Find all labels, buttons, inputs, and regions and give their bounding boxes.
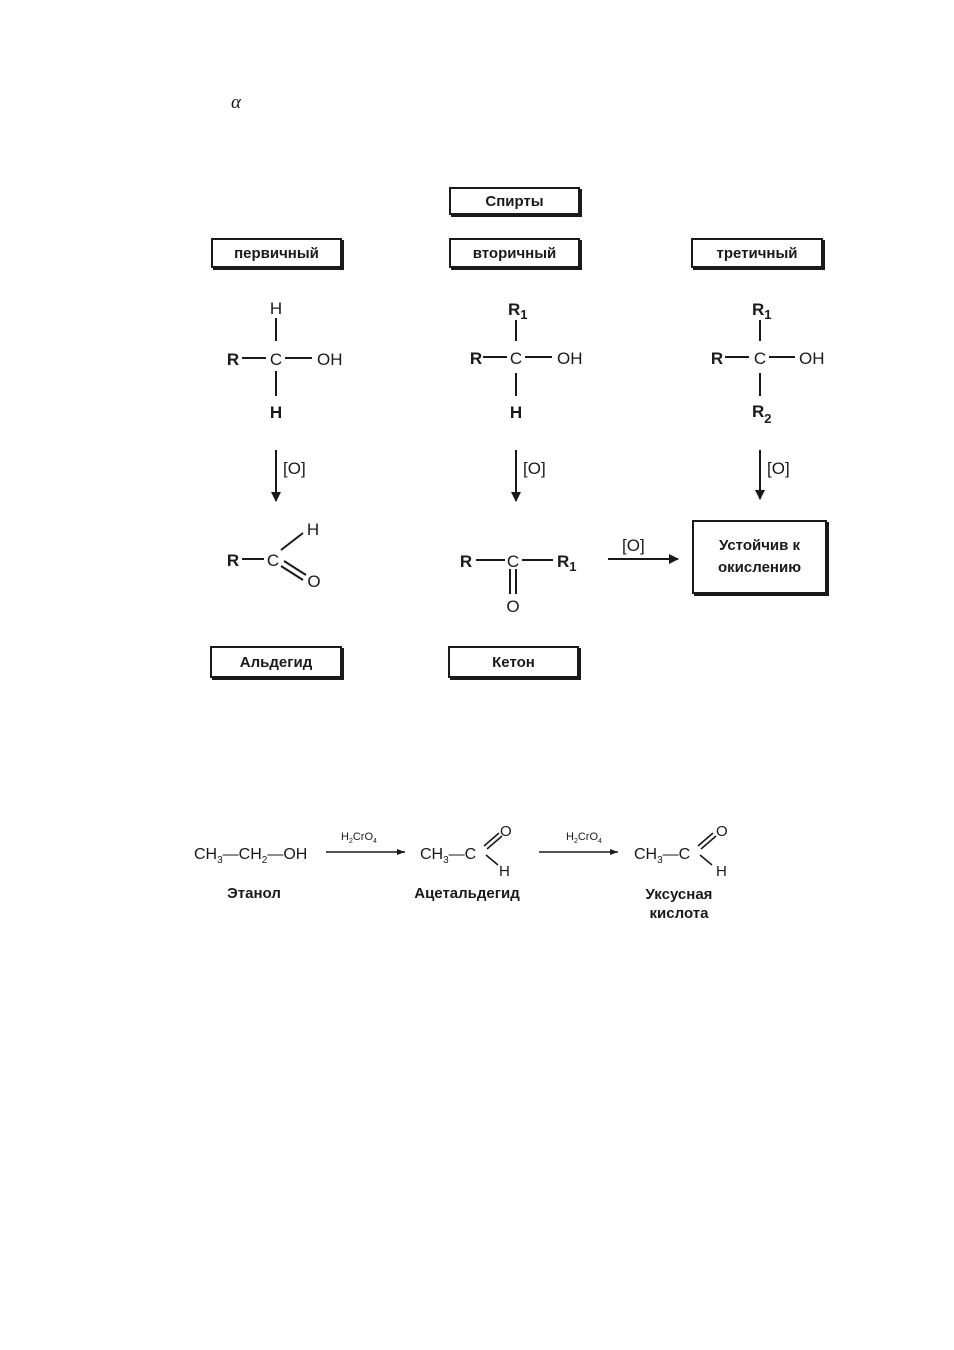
- atom-c: C: [510, 349, 522, 368]
- atom-c: C: [267, 551, 279, 570]
- atom-r: R: [711, 349, 723, 368]
- atom-c: C: [507, 552, 519, 571]
- acetic-acid-line1: Уксусная: [645, 886, 713, 903]
- ethanol-formula: CH3—CH2—OH: [194, 846, 307, 866]
- tertiary-box: третичный: [691, 238, 823, 268]
- acetic-acid-line2: кислота: [649, 905, 709, 922]
- atom-r: R: [227, 551, 239, 570]
- stable-line1: Устойчив к: [718, 537, 801, 554]
- atom-r2: R2: [752, 402, 772, 426]
- atom-r1: R1: [508, 300, 528, 322]
- oxidant-label: [O]: [767, 459, 790, 478]
- atom-o: O: [500, 823, 512, 840]
- atom-r: R: [470, 349, 482, 368]
- atom-h: H: [716, 863, 727, 880]
- stable-line2: окислению: [718, 559, 801, 576]
- atom-o: O: [716, 823, 728, 840]
- ketone-box: Кетон: [448, 646, 579, 678]
- reagent-h2cro4: H2CrO4: [341, 831, 377, 845]
- oxidant-label: [O]: [622, 536, 645, 555]
- atom-r1: R1: [557, 552, 577, 574]
- ethanol-label: Этанол: [227, 885, 281, 902]
- atom-h: H: [499, 863, 510, 880]
- acetaldehyde-label: Ацетальдегид: [414, 885, 520, 902]
- alpha-symbol: α: [231, 92, 241, 113]
- atom-r: R: [460, 552, 472, 571]
- oxidant-label: [O]: [523, 459, 546, 478]
- atom-oh: OH: [557, 349, 583, 368]
- acetic-acid-label: Уксусная кислота: [624, 885, 734, 923]
- stable-box: Устойчив к окислению: [692, 520, 827, 594]
- atom-c: C: [754, 349, 766, 368]
- atom-oh: OH: [317, 350, 343, 369]
- reagent-h2cro4: H2CrO4: [566, 831, 602, 845]
- atom-h: H: [307, 520, 319, 539]
- acetaldehyde-formula: CH3—C: [420, 846, 476, 866]
- atom-r: R: [227, 350, 239, 369]
- acetic-acid-formula: CH3—C: [634, 846, 690, 866]
- oxidant-label: [O]: [283, 459, 306, 478]
- atom-h: H: [510, 403, 522, 422]
- secondary-box: вторичный: [449, 238, 580, 268]
- aldehyde-box: Альдегид: [210, 646, 342, 678]
- atom-h: H: [270, 403, 282, 422]
- atom-o: O: [506, 597, 519, 616]
- alcohols-box: Спирты: [449, 187, 580, 215]
- atom-r1: R1: [752, 300, 772, 322]
- atom-c: C: [270, 350, 282, 369]
- primary-box: первичный: [211, 238, 342, 268]
- atom-o: O: [307, 572, 320, 591]
- atom-h: H: [270, 299, 282, 318]
- atom-oh: OH: [799, 349, 825, 368]
